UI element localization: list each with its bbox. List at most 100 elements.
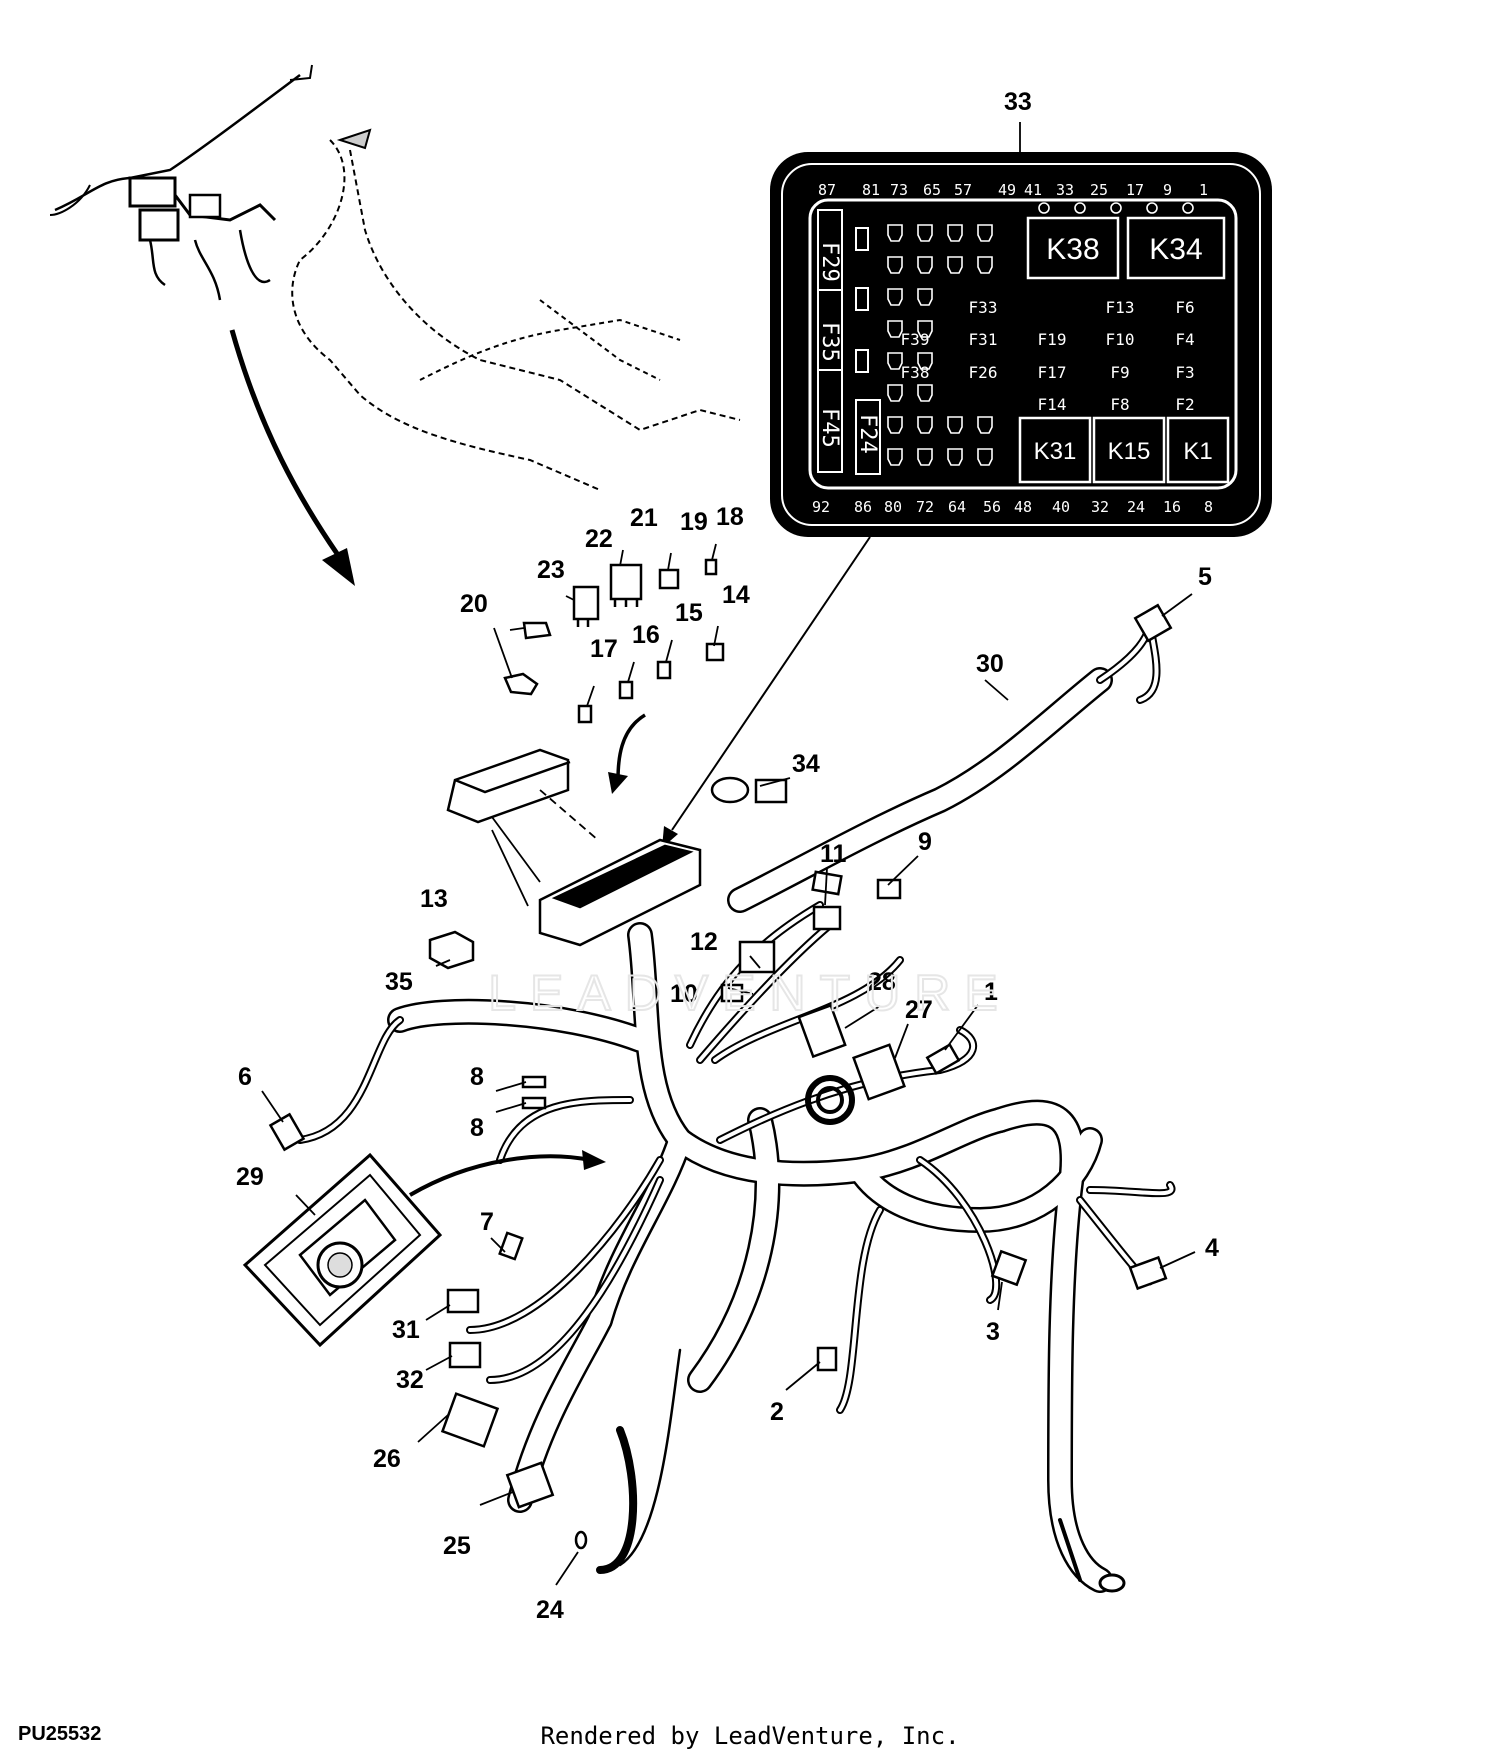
svg-text:80: 80 bbox=[884, 498, 902, 516]
callout-21: 21 bbox=[630, 504, 658, 532]
fuse-f8: F8 bbox=[1110, 395, 1129, 414]
callout-7: 7 bbox=[480, 1208, 494, 1236]
callout-35: 35 bbox=[385, 968, 413, 996]
callout-15: 15 bbox=[675, 599, 703, 627]
fuse-f45: F45 bbox=[817, 408, 842, 448]
relay-k15: K15 bbox=[1108, 438, 1151, 465]
callout-20: 20 bbox=[460, 590, 488, 618]
part-29-arrow bbox=[408, 1150, 606, 1197]
callout-13-leaders bbox=[491, 789, 599, 907]
relays: K38 K34 K31 K15 K1 bbox=[1018, 216, 1230, 484]
callout-8a: 8 bbox=[470, 1063, 484, 1091]
fuse-socket bbox=[977, 416, 993, 434]
fuse-f10: F10 bbox=[1106, 330, 1135, 349]
top-pin-labels: 87 81 73 65 57 49 41 33 25 17 9 1 bbox=[818, 181, 1208, 199]
fuse-f3: F3 bbox=[1175, 363, 1194, 382]
callout-34: 34 bbox=[792, 750, 820, 778]
relay-k1: K1 bbox=[1183, 438, 1212, 465]
svg-text:65: 65 bbox=[923, 181, 941, 199]
callout-5: 5 bbox=[1198, 563, 1212, 591]
fuse-socket bbox=[1038, 202, 1050, 214]
callout-3: 3 bbox=[986, 1318, 1000, 1346]
svg-text:87: 87 bbox=[818, 181, 836, 199]
callout-32: 32 bbox=[396, 1366, 424, 1394]
fuse-socket bbox=[917, 256, 933, 274]
fuse-socket bbox=[887, 320, 903, 338]
callout-numbers: 1 2 3 4 5 6 7 8 8 9 10 11 12 13 14 15 16… bbox=[236, 88, 1219, 1624]
callout-18: 18 bbox=[716, 503, 744, 531]
fuse-socket bbox=[887, 224, 903, 242]
callout-19: 19 bbox=[680, 508, 708, 536]
fuse-socket bbox=[947, 448, 963, 466]
fuse-f35: F35 bbox=[817, 322, 842, 362]
relay-k31: K31 bbox=[1034, 438, 1077, 465]
callout-30: 30 bbox=[976, 650, 1004, 678]
svg-text:81: 81 bbox=[862, 181, 880, 199]
fuse-f31: F31 bbox=[969, 330, 998, 349]
callout-13: 13 bbox=[420, 885, 448, 913]
svg-text:8: 8 bbox=[1204, 498, 1213, 516]
overview-harness bbox=[49, 64, 741, 491]
fuse-socket bbox=[917, 448, 933, 466]
fuse-socket bbox=[947, 224, 963, 242]
callout-26: 26 bbox=[373, 1445, 401, 1473]
callout-4: 4 bbox=[1205, 1234, 1219, 1262]
relay-k34: K34 bbox=[1149, 233, 1202, 266]
overview-arrow bbox=[229, 329, 355, 586]
svg-text:73: 73 bbox=[890, 181, 908, 199]
install-arrow bbox=[608, 713, 646, 794]
svg-text:48: 48 bbox=[1014, 498, 1032, 516]
fuse-socket bbox=[887, 288, 903, 306]
fuse-socket bbox=[887, 448, 903, 466]
fuse-f6: F6 bbox=[1175, 298, 1194, 317]
callout-6: 6 bbox=[238, 1063, 252, 1091]
main-harness bbox=[296, 619, 1176, 1593]
callout-23: 23 bbox=[537, 556, 565, 584]
fuse-socket bbox=[977, 448, 993, 466]
callout-12: 12 bbox=[690, 928, 718, 956]
fuse-socket bbox=[917, 320, 933, 338]
callout-8b: 8 bbox=[470, 1114, 484, 1142]
fuse-f13: F13 bbox=[1106, 298, 1135, 317]
fuse-socket bbox=[887, 416, 903, 434]
fuse-socket bbox=[977, 256, 993, 274]
fuse-socket bbox=[917, 416, 933, 434]
fuse-f17: F17 bbox=[1038, 363, 1067, 382]
fuse-f2: F2 bbox=[1175, 395, 1194, 414]
fuse-box-detail: 87 81 73 65 57 49 41 33 25 17 9 1 92 86 … bbox=[770, 152, 1272, 537]
fuse-socket bbox=[917, 384, 933, 402]
fuse-f19: F19 bbox=[1038, 330, 1067, 349]
callout-31: 31 bbox=[392, 1316, 420, 1344]
callout-17: 17 bbox=[590, 635, 618, 663]
callout-22: 22 bbox=[585, 525, 613, 553]
fuse-socket bbox=[1146, 202, 1158, 214]
render-credit: Rendered by LeadVenture, Inc. bbox=[540, 1722, 960, 1750]
callout-1: 1 bbox=[984, 978, 998, 1006]
svg-text:64: 64 bbox=[948, 498, 966, 516]
fuse-f39: F39 bbox=[901, 330, 930, 349]
fuse-socket bbox=[1074, 202, 1086, 214]
small-parts bbox=[428, 558, 725, 970]
callout-29: 29 bbox=[236, 1163, 264, 1191]
watermark: LEADVENTURE bbox=[488, 965, 1012, 1021]
relay-k38: K38 bbox=[1046, 233, 1099, 266]
callout-25: 25 bbox=[443, 1532, 471, 1560]
svg-text:24: 24 bbox=[1127, 498, 1145, 516]
svg-text:1: 1 bbox=[1199, 181, 1208, 199]
svg-text:40: 40 bbox=[1052, 498, 1070, 516]
figure-code: PU25532 bbox=[18, 1723, 102, 1745]
fuse-socket bbox=[917, 224, 933, 242]
fuse-f4: F4 bbox=[1175, 330, 1194, 349]
svg-text:57: 57 bbox=[954, 181, 972, 199]
fuse-socket bbox=[1110, 202, 1122, 214]
callout-2: 2 bbox=[770, 1398, 784, 1426]
fuse-socket bbox=[887, 384, 903, 402]
fuse-socket bbox=[917, 288, 933, 306]
fuse-socket bbox=[887, 352, 903, 370]
fuse-labels: F33 F13 F6 F39 F31 F19 F10 F4 F38 F26 F1… bbox=[901, 298, 1195, 414]
fuse-socket bbox=[887, 256, 903, 274]
vertical-fuse-column: F29 F35 F45 F24 bbox=[817, 209, 881, 475]
fuse-f14: F14 bbox=[1038, 395, 1067, 414]
callout-leaders bbox=[261, 122, 1196, 1586]
